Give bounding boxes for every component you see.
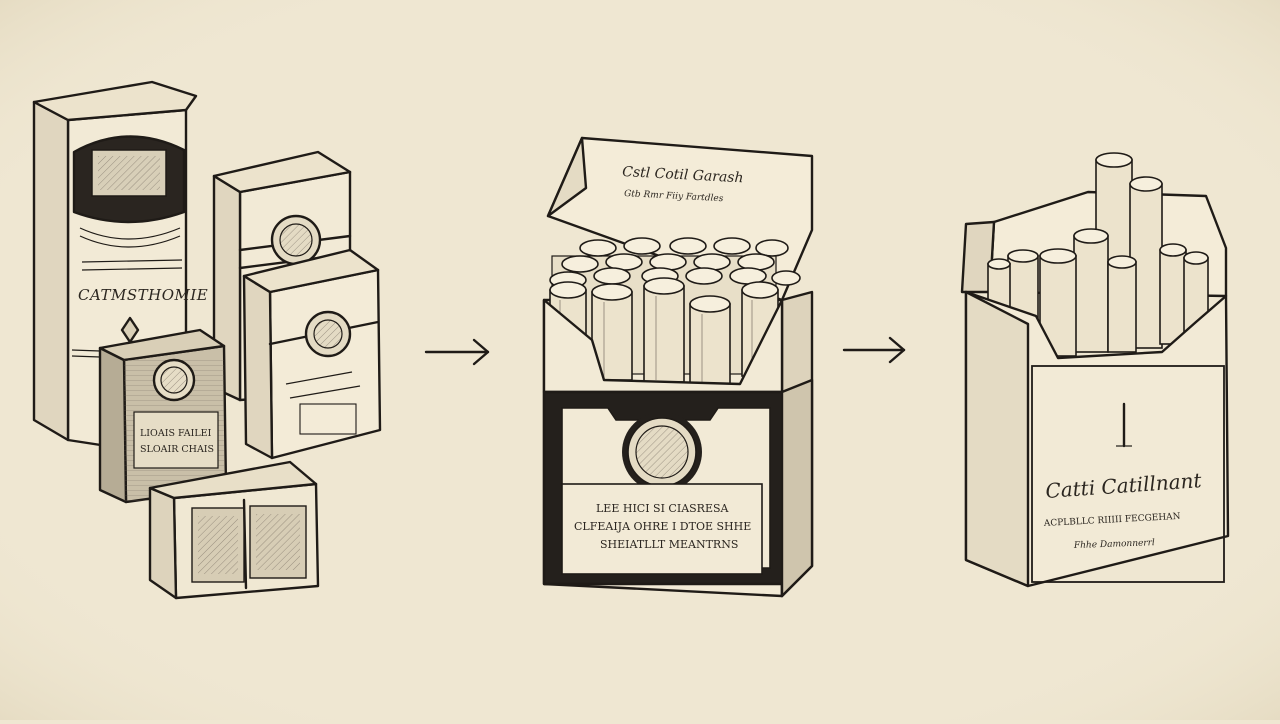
right-arrow-icon — [424, 338, 490, 366]
pack-label-line2: CLFEAIJA OHRE I DTOE SHHE — [574, 520, 751, 533]
pack-bottom-flat — [148, 460, 320, 600]
pack-label-line3: SHEIATLLT MEANTRNS — [600, 538, 738, 551]
pack-stack: CATMSTHOMIE LIOAIS FAILEI SLOAIR CHAI — [32, 80, 382, 600]
pack-label-line1: LEE HICI SI CIASRESA — [596, 502, 730, 515]
pack-front-line2: SLOAIR CHAIS — [140, 444, 214, 455]
pack-front-line1: LIOAIS FAILEI — [140, 428, 212, 439]
pack-open-minimal: Catti Catillnant ACPLBLLC RIIIII FECGEHA… — [960, 152, 1230, 588]
cigarettes-sparse — [987, 152, 1209, 357]
pack-right-open — [242, 248, 382, 460]
pack-open-full: Cstl Cotil Garash Gtb Rmr Fiiy Fartdles — [542, 136, 814, 598]
pack-right-line3: Fhhe Damonnerrl — [1073, 538, 1155, 551]
pack-lid-line1: Cstl Cotil Garash — [622, 164, 744, 186]
right-arrow-icon — [842, 336, 906, 364]
pack-tall-brand: CATMSTHOMIE — [78, 286, 208, 304]
pack-tall-left: CATMSTHOMIE — [32, 80, 208, 460]
